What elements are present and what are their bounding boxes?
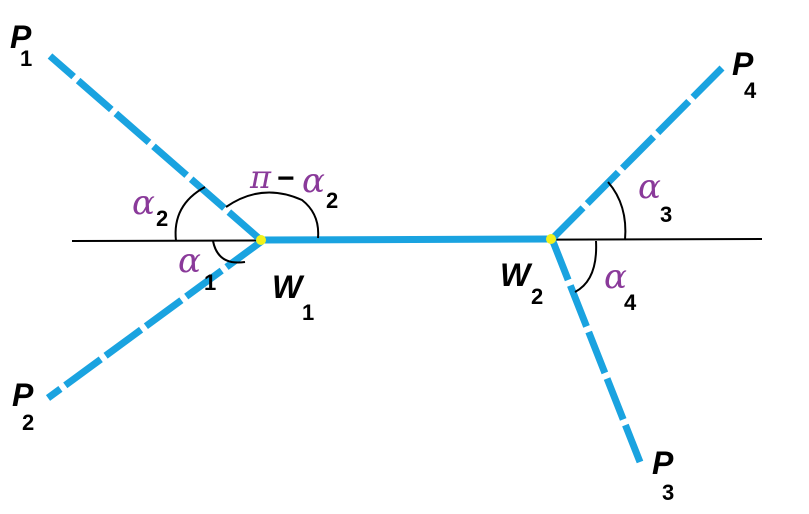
- label-p4-sub: 4: [744, 78, 757, 103]
- label-pi: π: [249, 158, 272, 196]
- segment-w2-p3: [548, 237, 644, 464]
- label-p3: P: [652, 445, 674, 481]
- label-alpha4: α: [604, 257, 627, 297]
- arc-alpha2: [174, 186, 206, 242]
- arc-pi-minus-alpha2: [225, 191, 320, 239]
- label-p4: P: [732, 46, 754, 82]
- label-p3-sub: 3: [662, 480, 674, 505]
- label-w2-sub: 2: [531, 284, 543, 309]
- arc-alpha1: [212, 240, 246, 264]
- label-w2: W: [500, 257, 533, 293]
- point-w2: [546, 234, 556, 244]
- label-alpha2-sub: 2: [156, 206, 168, 231]
- label-w1: W: [272, 269, 305, 305]
- label-alpha3: α: [638, 167, 661, 207]
- segment-w2-p4: [549, 65, 725, 242]
- label-minus: −: [277, 162, 295, 195]
- arc-alpha4: [574, 240, 598, 293]
- segment-w1-w2: [261, 235, 553, 244]
- segment-w1-p1: [47, 53, 265, 244]
- label-alpha1-sub: 1: [204, 270, 216, 295]
- label-alpha3-sub: 3: [660, 202, 672, 227]
- segment-w1-p2: [45, 238, 265, 401]
- label-pi-alpha2: α: [302, 161, 325, 201]
- label-pi-alpha2-sub: 2: [326, 188, 338, 213]
- label-w1-sub: 1: [302, 300, 314, 325]
- point-w1: [256, 235, 266, 245]
- arc-alpha3: [607, 181, 627, 241]
- label-p2: P: [12, 377, 34, 413]
- label-p1: P: [10, 19, 32, 55]
- label-alpha4-sub: 4: [624, 290, 637, 315]
- label-p2-sub: 2: [22, 410, 34, 435]
- label-alpha2: α: [132, 183, 155, 223]
- label-p1-sub: 1: [20, 46, 32, 71]
- label-alpha1: α: [178, 241, 201, 281]
